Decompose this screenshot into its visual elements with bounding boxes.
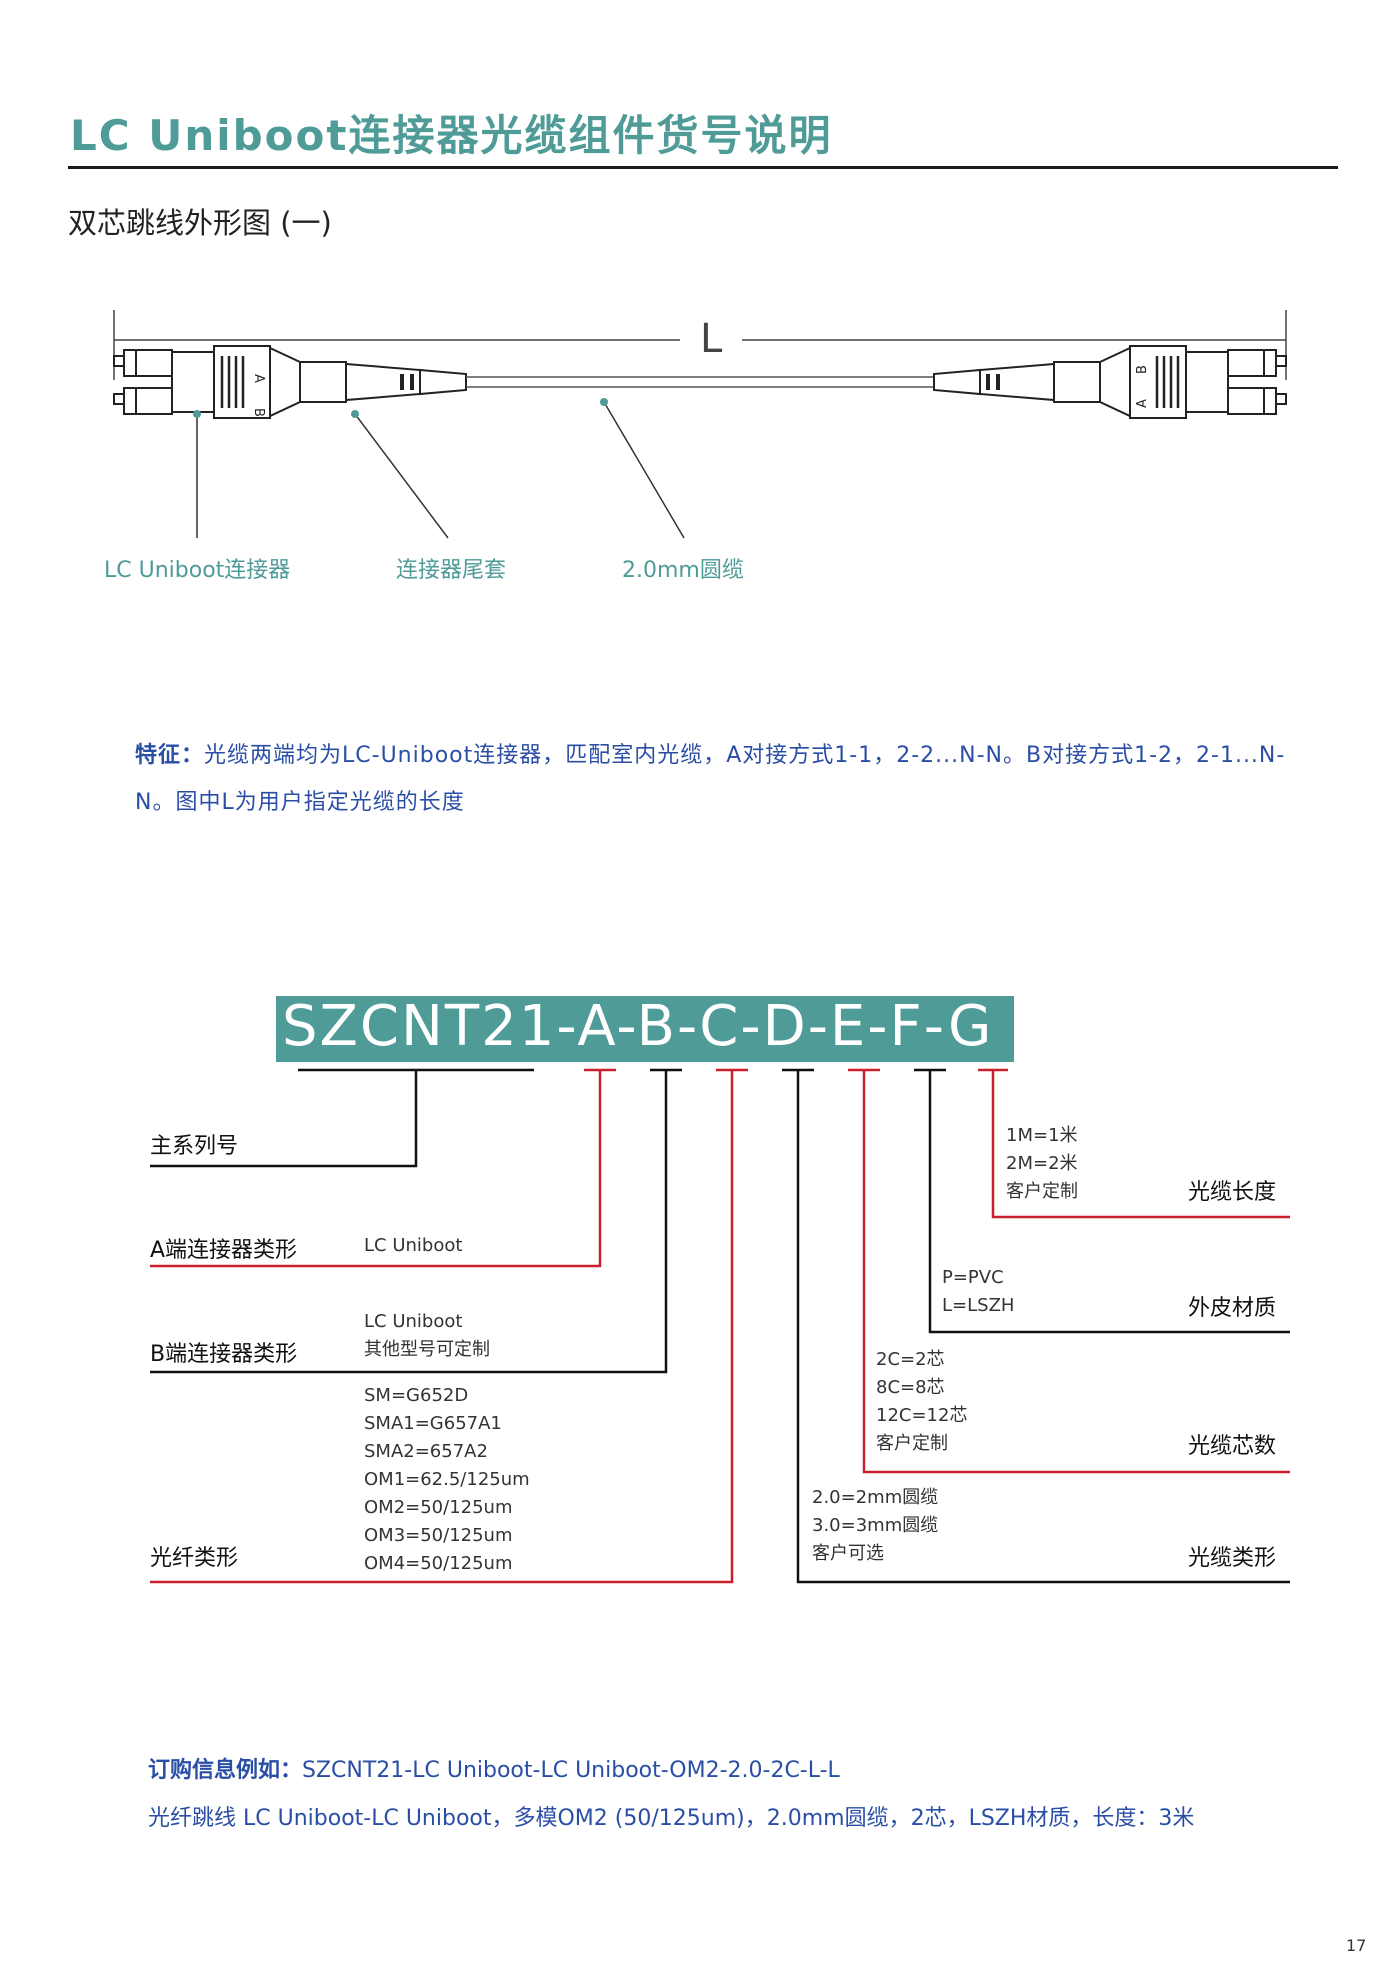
order-example-line: 订购信息例如：SZCNT21-LC Uniboot-LC Uniboot-OM2…: [148, 1752, 840, 1784]
jacket-option: P=PVC: [942, 1267, 1004, 1288]
fiber-option: SM=G652D: [364, 1385, 469, 1406]
right-port-b-label: B: [1135, 365, 1150, 374]
a-connector-label: A端连接器类形: [150, 1238, 298, 1263]
order-label: 订购信息例如：: [148, 1758, 303, 1783]
jacket-options-list: P=PVC L=LSZH: [942, 1264, 1014, 1320]
left-connector: [113, 345, 467, 419]
cores-option: 8C=8芯: [876, 1377, 945, 1398]
page-title: LC Uniboot连接器光缆组件货号说明: [70, 111, 833, 160]
page-number: 17: [1346, 1936, 1367, 1955]
fiber-options-list: SM=G652D SMA1=G657A1 SMA2=657A2 OM1=62.5…: [364, 1382, 530, 1578]
port-b-label: B: [251, 408, 266, 417]
feature-label: 特征：: [135, 743, 205, 768]
length-label: 光缆长度: [1188, 1180, 1277, 1205]
jacket-label: 外皮材质: [1188, 1296, 1277, 1321]
fiber-option: OM4=50/125um: [364, 1553, 513, 1574]
main-series-label: 主系列号: [150, 1134, 239, 1159]
fiber-option: SMA1=G657A1: [364, 1413, 502, 1434]
code-breakdown-lines: [150, 1068, 1290, 1584]
cable-type-label: 光缆类形: [1188, 1546, 1277, 1571]
cable-options-list: 2.0=2mm圆缆 3.0=3mm圆缆 客户可选: [812, 1484, 938, 1568]
cores-label: 光缆芯数: [1188, 1434, 1277, 1459]
cable-leader: [603, 401, 685, 539]
feature-description: 特征：光缆两端均为LC-Uniboot连接器，匹配室内光缆，A对接方式1-1，2…: [135, 732, 1315, 826]
part-code: SZCNT21-A-B-C-D-E-F-G: [282, 994, 994, 1059]
cable-option: 2.0=2mm圆缆: [812, 1487, 939, 1508]
cores-options-list: 2C=2芯 8C=8芯 12C=12芯 客户定制: [876, 1346, 967, 1458]
b-option: LC Uniboot: [364, 1311, 463, 1332]
order-example: SZCNT21-LC Uniboot-LC Uniboot-OM2-2.0-2C…: [302, 1758, 840, 1783]
length-options-list: 1M=1米 2M=2米 客户定制: [1006, 1122, 1078, 1206]
connector-marker-dot: [193, 410, 201, 418]
a-option: LC Uniboot: [364, 1235, 463, 1256]
boot-label: 连接器尾套: [396, 558, 507, 583]
title-divider: [68, 166, 1338, 169]
fiber-option: OM3=50/125um: [364, 1525, 513, 1546]
cores-option: 12C=12芯: [876, 1405, 968, 1426]
length-option: 2M=2米: [1006, 1153, 1078, 1174]
b-options-list: LC Uniboot 其他型号可定制: [364, 1308, 490, 1364]
part-code-background: [276, 996, 1014, 1062]
boot-marker-dot: [351, 410, 359, 418]
order-description: 光纤跳线 LC Uniboot-LC Uniboot，多模OM2 (50/125…: [148, 1806, 1195, 1831]
b-connector-label: B端连接器类形: [150, 1342, 298, 1367]
connector-label: LC Uniboot连接器: [104, 558, 291, 583]
cable-drawing: L A B: [113, 310, 1287, 539]
fiber-option: OM1=62.5/125um: [364, 1469, 530, 1490]
cable-marker-dot: [600, 398, 608, 406]
length-dimension-label: L: [700, 316, 723, 362]
right-connector: [933, 345, 1287, 419]
boot-leader: [354, 413, 449, 539]
right-port-a-label: A: [1135, 399, 1150, 408]
length-option: 客户定制: [1006, 1181, 1078, 1202]
cable-option: 3.0=3mm圆缆: [812, 1515, 939, 1536]
port-a-label: A: [251, 374, 266, 383]
fiber-option: SMA2=657A2: [364, 1441, 488, 1462]
cable-option: 客户可选: [812, 1543, 884, 1564]
fiber-option: OM2=50/125um: [364, 1497, 513, 1518]
cores-option: 2C=2芯: [876, 1349, 945, 1370]
fiber-type-label: 光纤类形: [150, 1546, 239, 1571]
cable-label: 2.0mm圆缆: [622, 558, 744, 583]
section-subtitle: 双芯跳线外形图 (一): [68, 206, 332, 240]
length-option: 1M=1米: [1006, 1125, 1078, 1146]
cores-option: 客户定制: [876, 1433, 948, 1454]
b-option: 其他型号可定制: [364, 1339, 490, 1360]
feature-text: 光缆两端均为LC-Uniboot连接器，匹配室内光缆，A对接方式1-1，2-2.…: [135, 743, 1286, 815]
jacket-option: L=LSZH: [942, 1295, 1015, 1316]
